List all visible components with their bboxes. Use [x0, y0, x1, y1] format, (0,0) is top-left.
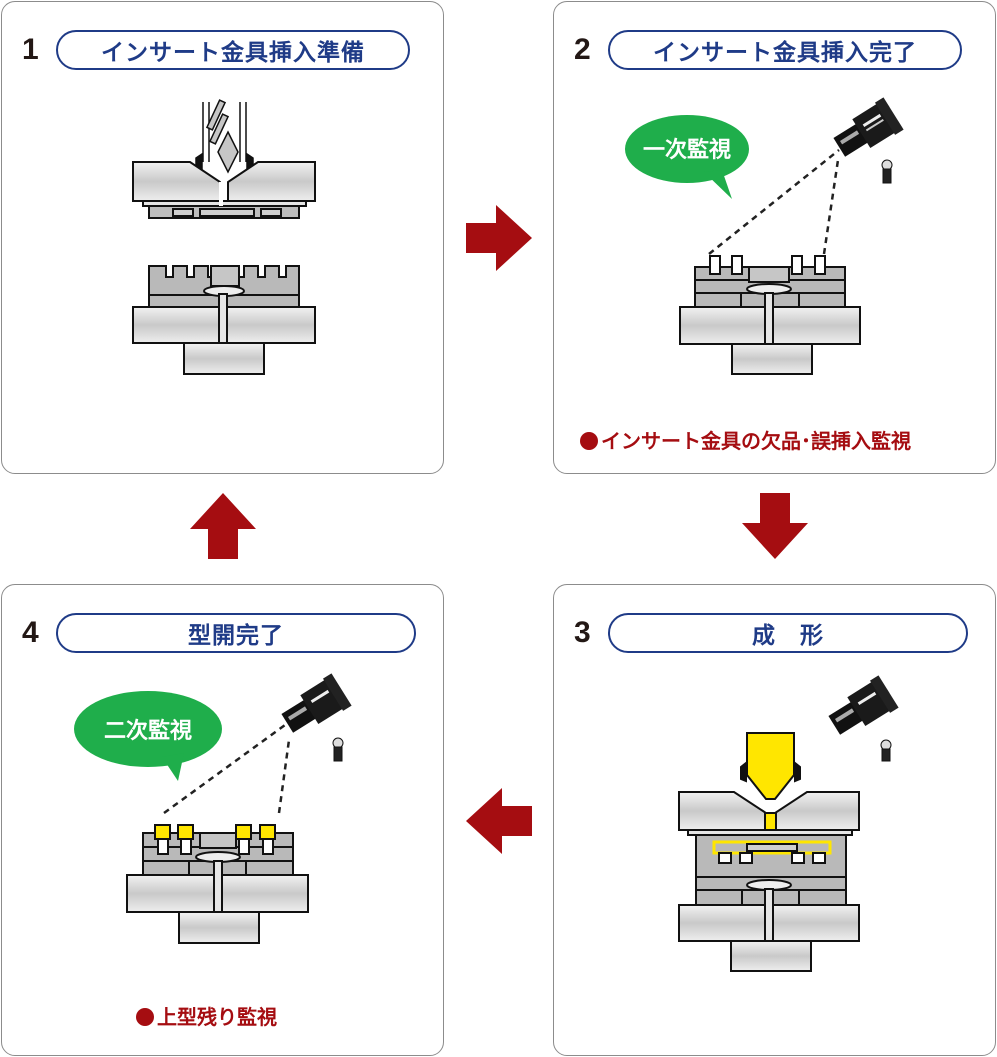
step-2-panel: 2 インサート金具挿入完了 一次監視: [553, 1, 996, 474]
arrow-left-icon: [466, 788, 532, 854]
step-number: 3: [574, 616, 591, 649]
lower-mold: [126, 824, 309, 944]
step-title: インサート金具挿入準備: [56, 30, 410, 70]
camera-mount: [881, 159, 893, 184]
monitor-bubble: 二次監視: [74, 691, 222, 781]
arrow-down-icon: [742, 493, 808, 559]
bubble-label: 一次監視: [643, 137, 731, 163]
step-title: 型開完了: [56, 613, 416, 653]
mold-diagram: [132, 99, 316, 375]
camera-mount: [332, 737, 344, 762]
upper-mold: [132, 161, 316, 219]
mold-diagram: [678, 675, 899, 972]
upper-mold: [678, 791, 860, 836]
step-number: 4: [22, 616, 39, 649]
lower-mold: [678, 834, 860, 972]
camera-icon: [828, 675, 899, 735]
step-4-panel: 4 型開完了 二次監視: [1, 584, 444, 1056]
lower-mold: [132, 265, 316, 375]
bullet-dot-icon: [136, 1008, 154, 1026]
monitor-bubble: 一次監視: [625, 115, 749, 199]
arrow-up-icon: [190, 493, 256, 559]
step-number: 1: [22, 33, 39, 66]
arrow-right-icon: [466, 205, 532, 271]
camera-icon: [281, 673, 352, 733]
step-number: 2: [574, 33, 591, 66]
lower-mold: [679, 255, 861, 375]
monitoring-note-text: インサート金具の欠品･誤挿入監視: [601, 429, 911, 453]
insert-feeder: [195, 99, 254, 174]
step-title: 成 形: [608, 613, 968, 653]
bullet-dot-icon: [580, 432, 598, 450]
mold-diagram: 二次監視: [74, 673, 352, 944]
monitoring-note: 上型残り監視: [136, 1001, 277, 1030]
ejected-insert-parts: [154, 824, 276, 855]
camera-mount: [880, 739, 892, 762]
step-1-panel: 1 インサート金具挿入準備: [1, 1, 444, 474]
step-title: インサート金具挿入完了: [608, 30, 962, 70]
bubble-label: 二次監視: [104, 718, 192, 744]
monitoring-note: インサート金具の欠品･誤挿入監視: [580, 425, 911, 454]
mold-diagram: 一次監視: [625, 97, 904, 375]
injection-nozzle: [740, 732, 801, 800]
camera-icon: [833, 97, 904, 157]
step-3-panel: 3 成 形: [553, 584, 996, 1056]
monitoring-note-text: 上型残り監視: [157, 1005, 277, 1029]
